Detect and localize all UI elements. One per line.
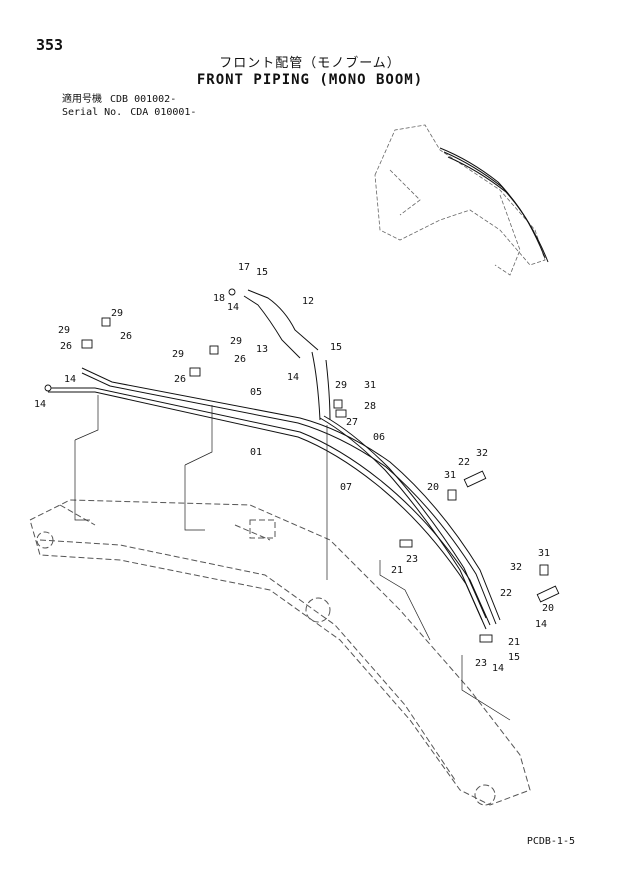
callout-label: 22 [500,588,512,599]
callout-label: 26 [60,341,72,352]
callout-label: 14 [227,302,239,313]
serial-line: Serial No. CDA 010001- [62,106,204,119]
boom-outline [29,499,531,806]
footer-code: PCDB-1-5 [526,836,575,847]
callout-label: 26 [234,354,246,365]
callout-label: 29 [172,349,184,360]
serial-number-block: 適用号機 CDB 001002- Serial No. CDA 010001- [62,93,204,119]
callout-label: 20 [542,603,554,614]
callout-label: 21 [508,637,520,648]
callout-label: 29 [230,336,242,347]
callout-label: 26 [120,331,132,342]
callout-labels: 01 05 06 07 12 13 14 14 14 14 14 14 15 1… [34,262,554,674]
clamp-fittings [44,288,560,643]
callout-label: 29 [335,380,347,391]
leader-lines [74,395,511,721]
excavator-overview-illustration [374,124,546,276]
callout-label: 05 [250,387,262,398]
callout-label: 14 [64,374,76,385]
page-number: 353 [36,36,64,54]
callout-label: 29 [58,325,70,336]
callout-label: 01 [250,447,262,458]
callout-label: 29 [111,308,123,319]
callout-label: 20 [427,482,439,493]
callout-label: 14 [287,372,299,383]
callout-label: 23 [475,658,487,669]
callout-label: 17 [238,262,250,273]
callout-label: 31 [538,548,550,559]
serial-line: 適用号機 CDB 001002- [62,93,204,106]
main-pipe-lines [48,367,501,630]
callout-label: 15 [508,652,520,663]
callout-label: 15 [330,342,342,353]
callout-label: 12 [302,296,314,307]
serial-label: Serial No. [62,107,123,118]
callout-label: 31 [364,380,376,391]
callout-label: 06 [373,432,385,443]
serial-value: CDA 010001- [130,107,197,118]
callout-label: 27 [346,417,358,428]
callout-label: 07 [340,482,352,493]
callout-label: 18 [213,293,225,304]
callout-label: 22 [458,457,470,468]
page-title-japanese: フロント配管（モノブーム） [219,56,401,71]
excavator-overview-pipes [439,147,549,263]
callout-label: 31 [444,470,456,481]
callout-label: 28 [364,401,376,412]
serial-label: 適用号機 [62,94,102,105]
callout-label: 21 [391,565,403,576]
callout-label: 15 [256,267,268,278]
hose-assembly [243,289,331,421]
callout-label: 23 [406,554,418,565]
callout-label: 32 [510,562,522,573]
callout-label: 14 [535,619,547,630]
callout-label: 14 [492,663,504,674]
callout-label: 13 [256,344,268,355]
serial-value: CDB 001002- [110,94,177,105]
page-title: FRONT PIPING (MONO BOOM) [196,72,424,88]
callout-label: 14 [34,399,46,410]
callout-label: 32 [476,448,488,459]
callout-label: 26 [174,374,186,385]
